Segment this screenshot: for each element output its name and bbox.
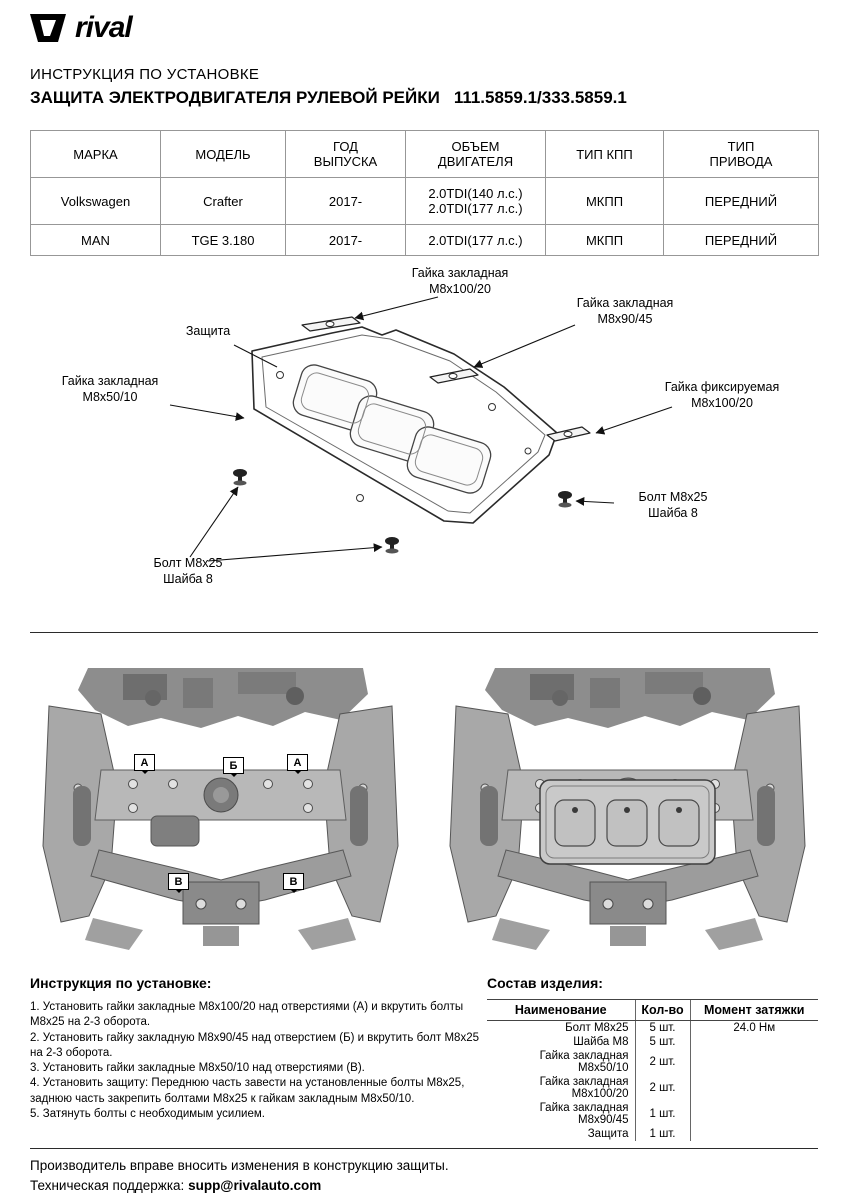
part-qty: 5 шт. [634,1020,690,1035]
photo-underbody-installed [440,668,815,956]
part-numbers: 111.5859.1/333.5859.1 [453,88,627,107]
parts-row: Гайка закладная М8х100/20 2 шт. [487,1075,818,1101]
callout-nut-m8x50: Гайка закладная М8х50/10 [61,374,159,404]
document-subtitle: ИНСТРУКЦИЯ ПО УСТАНОВКЕ [30,66,260,83]
rival-logo-text: rival [75,11,133,44]
spec-header-cell: ОБЪЕМ ДВИГАТЕЛЯ [405,130,546,178]
part-name: Гайка закладная М8х100/20 [539,1076,629,1100]
parts-list: Состав изделия: Наименование Кол-во Моме… [487,975,818,1141]
spec-cell: MAN [30,224,161,256]
part-torque: 24.0 Нм [689,1020,818,1035]
parts-row: Шайба М8 5 шт. [487,1035,818,1049]
rival-logo-emblem [30,14,66,42]
underbody-installed-render [440,668,815,956]
section-divider [30,632,818,633]
part-qty: 5 шт. [634,1035,690,1049]
spec-header-cell: ТИП КПП [545,130,664,178]
parts-header-cell: Наименование [487,999,635,1021]
underbody-render [33,668,408,956]
part-name: Болт М8х25 [565,1022,629,1034]
product-name: ЗАЩИТА ЭЛЕКТРОДВИГАТЕЛЯ РУЛЕВОЙ РЕЙКИ [30,88,440,107]
parts-row: Защита 1 шт. [487,1127,818,1141]
parts-header-cell: Кол-во [634,999,690,1021]
spec-header-cell: ГОД ВЫПУСКА [285,130,406,178]
part-torque [689,1101,818,1127]
bolt-icons [233,469,572,554]
spec-cell: 2017- [285,224,406,256]
install-step: 5. Затянуть болты с необходимым усилием. [30,1107,265,1120]
part-torque [689,1127,818,1141]
spec-cell: 2.0TDI(177 л.с.) [405,224,546,256]
support-label: Техническая поддержка: [30,1178,185,1193]
part-name: Гайка закладная М8х50/10 [539,1050,629,1074]
spec-header-cell: МОДЕЛЬ [160,130,286,178]
parts-heading: Состав изделия: [487,975,603,991]
spec-cell: ПЕРЕДНИЙ [663,177,819,225]
part-qty: 2 шт. [634,1049,690,1075]
spec-cell: TGE 3.180 [160,224,286,256]
manufacturer-note: Производитель вправе вносить изменения в… [30,1158,449,1173]
spec-cell: Volkswagen [30,177,161,225]
part-torque [689,1049,818,1075]
rival-logo: rival [28,10,133,46]
parts-row: Гайка закладная М8х50/10 2 шт. [487,1049,818,1075]
mount-marker-b: Б [223,757,244,774]
spec-row-man: MAN TGE 3.180 2017- 2.0TDI(177 л.с.) МКП… [30,224,819,256]
mount-marker-v1: В [168,873,189,890]
part-torque [689,1075,818,1101]
part-name: Защита [587,1128,629,1140]
install-steps: 1. Установить гайки закладные М8х100/20 … [30,1000,480,1122]
spec-cell: МКПП [545,224,664,256]
footer-divider [30,1148,818,1149]
document-title: ЗАЩИТА ЭЛЕКТРОДВИГАТЕЛЯ РУЛЕВОЙ РЕЙКИ 111… [30,88,627,108]
parts-row: Гайка закладная М8х90/45 1 шт. [487,1101,818,1127]
install-step: 1. Установить гайки закладные М8х100/20 … [30,1001,464,1029]
vehicle-spec-table: МАРКА МОДЕЛЬ ГОД ВЫПУСКА ОБЪЕМ ДВИГАТЕЛЯ… [30,130,819,256]
parts-header-cell: Момент затяжки [689,999,818,1021]
mount-marker-v2: В [283,873,304,890]
install-step: 2. Установить гайку закладную М8х90/45 н… [30,1031,479,1059]
part-qty: 1 шт. [634,1101,690,1127]
spec-cell: МКПП [545,177,664,225]
part-qty: 2 шт. [634,1075,690,1101]
install-step: 4. Установить защиту: Переднюю часть зав… [30,1077,465,1105]
spec-row-volkswagen: Volkswagen Crafter 2017- 2.0TDI(140 л.с.… [30,177,819,225]
callout-bolt-left: Болт М8х25 Шайба 8 [153,556,223,586]
photo-underbody-mounting-points: А Б А В В [33,668,408,956]
spec-cell: 2.0TDI(140 л.с.) 2.0TDI(177 л.с.) [405,177,546,225]
part-name: Гайка закладная М8х90/45 [539,1102,629,1126]
mount-marker-a2: А [287,754,308,771]
callout-shield: Защита [185,324,231,338]
spec-cell: 2017- [285,177,406,225]
parts-row: Болт М8х25 5 шт. 24.0 Нм [487,1020,818,1035]
part-name: Шайба М8 [573,1036,629,1048]
spec-cell: ПЕРЕДНИЙ [663,224,819,256]
spec-header-cell: ТИП ПРИВОДА [663,130,819,178]
shield-diagram-art [169,296,673,562]
callout-nut-fixed-m8x100: Гайка фиксируемая М8х100/20 [664,380,780,410]
callout-nut-m8x90: Гайка закладная М8х90/45 [576,296,674,326]
install-instructions: Инструкция по установке: 1. Установить г… [30,975,480,1122]
callout-nut-m8x100-top: Гайка закладная М8х100/20 [411,266,509,296]
part-torque [689,1035,818,1049]
spec-header-cell: МАРКА [30,130,161,178]
spec-cell: Crafter [160,177,286,225]
part-qty: 1 шт. [634,1127,690,1141]
support-email: supp@rivalauto.com [188,1178,322,1193]
mount-marker-a1: А [134,754,155,771]
parts-table: Наименование Кол-во Момент затяжки Болт … [487,999,818,1141]
install-step: 3. Установить гайки закладные М8х50/10 н… [30,1062,365,1075]
support-line: Техническая поддержка: supp@rivalauto.co… [30,1178,321,1193]
callout-bolt-right: Болт М8х25 Шайба 8 [638,490,708,520]
exploded-diagram: Гайка закладная М8х100/20 Гайка закладна… [30,255,818,630]
install-heading: Инструкция по установке: [30,975,212,991]
